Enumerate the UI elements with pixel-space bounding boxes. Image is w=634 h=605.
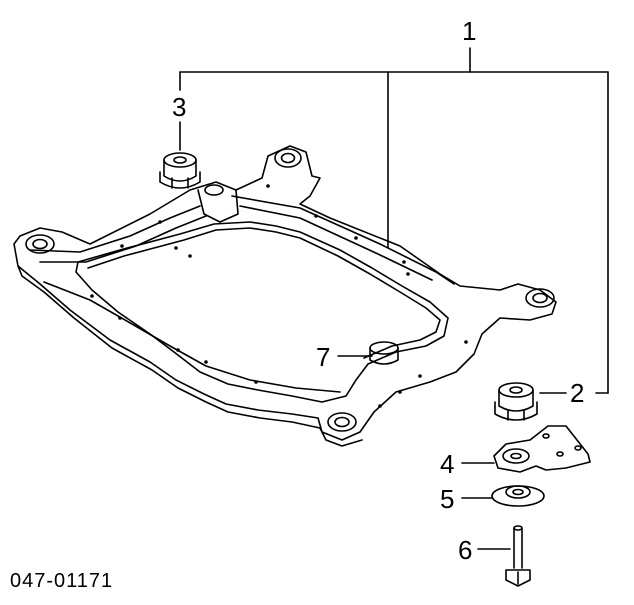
bolt	[505, 525, 531, 587]
rubber-plug	[369, 341, 399, 365]
callout-1-leader	[179, 47, 609, 394]
mounting-bracket	[493, 425, 591, 473]
washer	[491, 485, 545, 507]
callout-4: 4	[440, 449, 455, 479]
callout-6: 6	[458, 535, 473, 565]
callout-5: 5	[440, 484, 455, 514]
callout-3: 3	[172, 92, 187, 122]
bushing-right	[494, 382, 538, 421]
callout-1: 1	[462, 16, 477, 46]
callout-7: 7	[316, 342, 331, 372]
bushing-upper-left	[159, 152, 201, 189]
subframe-crossmember	[13, 145, 557, 447]
callout-2: 2	[570, 378, 585, 408]
drawing-code: 047-01171	[10, 570, 114, 592]
